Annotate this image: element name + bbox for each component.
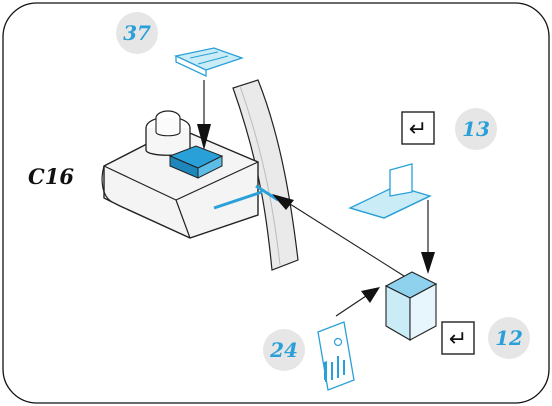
main-label: C16 [28,164,74,189]
step-number-37: 37 [123,21,151,45]
step-badge-13: 13 [455,108,497,150]
return-key-icon: ↵ [409,117,427,142]
tray-part [348,163,432,219]
insert-arrow [197,80,211,150]
tray-arrow [421,200,435,274]
step-number-13: 13 [462,117,490,141]
step-number-12: 12 [495,326,523,350]
chart-sheet [317,321,355,391]
cube-box [384,271,438,341]
return-key-12: ↵ [441,321,475,355]
return-key-icon: ↵ [449,327,467,352]
step-badge-37: 37 [116,12,158,54]
step-number-24: 24 [269,338,298,362]
sheet-arrow [335,287,380,317]
step-badge-12: 12 [488,317,530,359]
step-badge-24: 24 [263,329,305,371]
card-part-top [173,47,244,78]
machine-device [101,110,279,239]
return-line [272,194,405,277]
return-key-13: ↵ [401,111,435,145]
